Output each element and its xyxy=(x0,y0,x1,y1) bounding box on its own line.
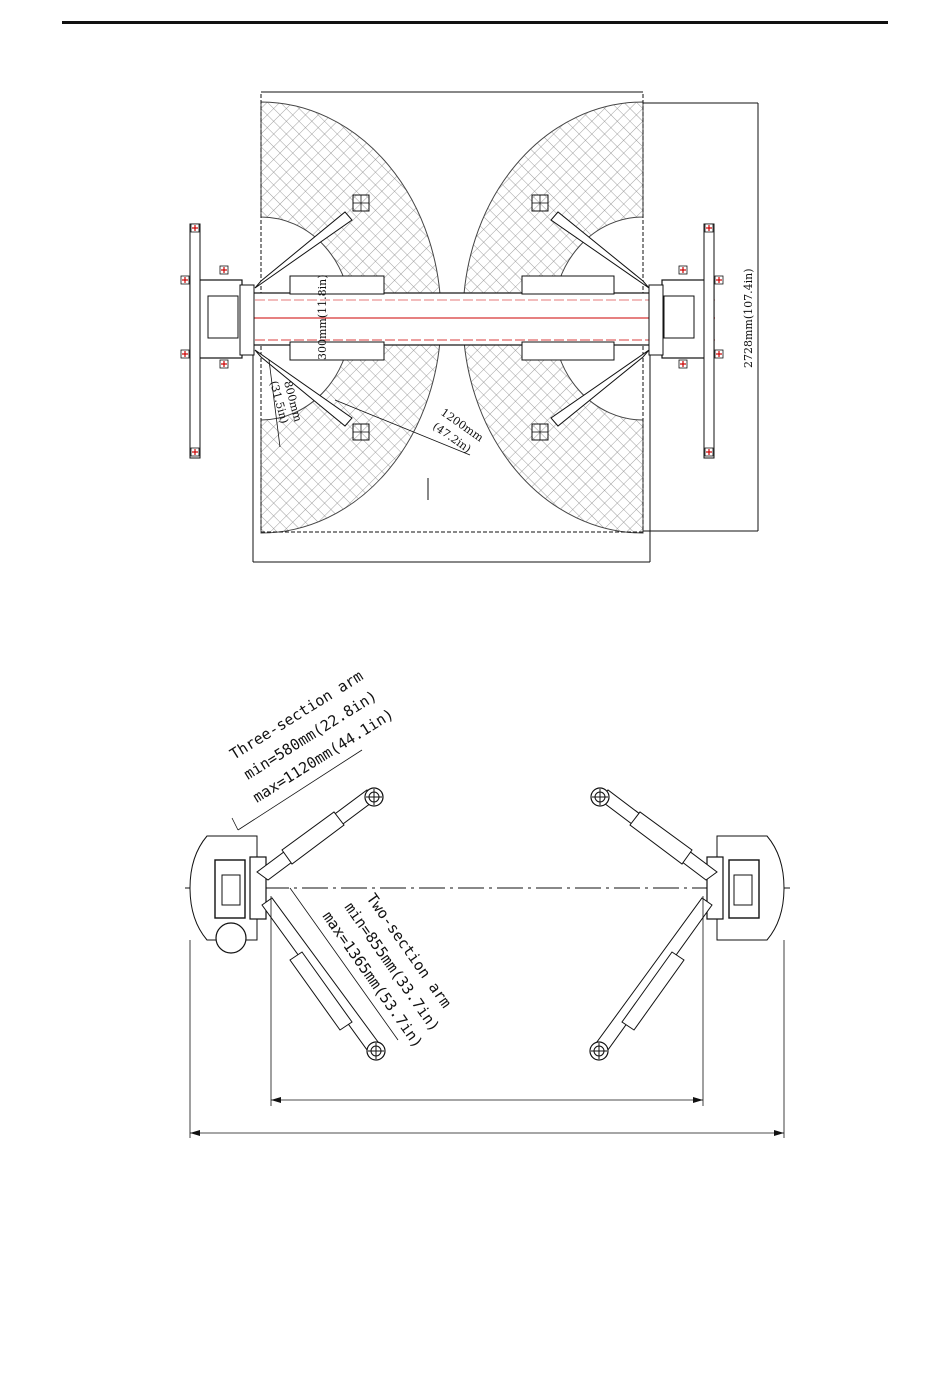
right-base-plate xyxy=(704,224,714,458)
dim-height-label: 2728mm(107.4in) xyxy=(742,268,755,368)
arm-pad-icon xyxy=(367,1042,385,1060)
three-section-arm-right xyxy=(600,790,717,880)
dim-column-width-label: 300mm(11.8in) xyxy=(316,274,329,360)
right-column xyxy=(649,224,723,458)
cross-beam xyxy=(243,293,661,345)
lift-pad-icon xyxy=(353,195,369,211)
lift-pad-icon xyxy=(532,424,548,440)
lift-pad-icon xyxy=(532,195,548,211)
two-section-arm-right xyxy=(594,898,712,1054)
arm-pad-icon xyxy=(365,788,383,806)
lift-pad-icon xyxy=(353,424,369,440)
arm-view: Three-section arm min=580mm(22.8in) max=… xyxy=(185,667,790,1138)
left-column xyxy=(181,224,254,458)
three-section-arm-left xyxy=(257,790,375,880)
top-view: 2728mm(107.4in) xyxy=(181,92,758,562)
left-base-plate xyxy=(190,224,200,458)
arm-pad-icon xyxy=(591,788,609,806)
arm-pad-icon xyxy=(590,1042,608,1060)
